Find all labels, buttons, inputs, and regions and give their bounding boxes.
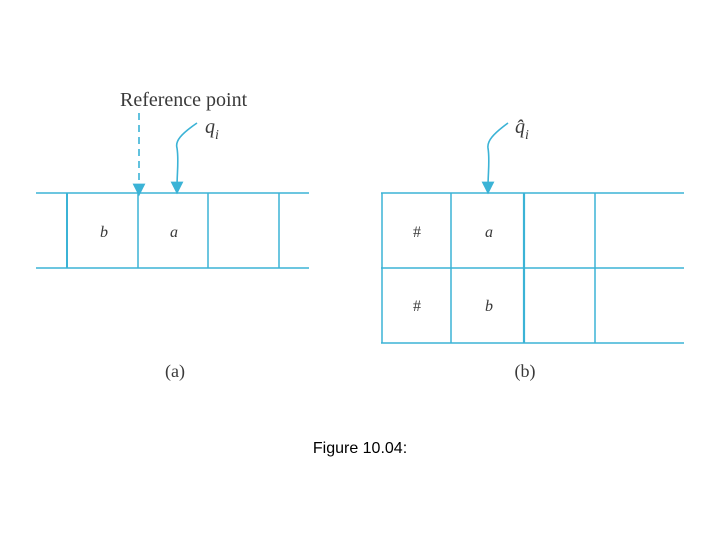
panel-b: q̂i # a # b (b) (381, 116, 684, 382)
reference-point-label: Reference point (120, 89, 248, 111)
tape-b-row2-cell2: b (485, 298, 493, 315)
figure-caption: Figure 10.04: (312, 440, 408, 457)
tape-b-row1-cell2: a (485, 224, 493, 241)
state-qhat-arrow (481, 122, 509, 195)
panel-a: Reference point qi b a (a) (36, 89, 309, 382)
state-q-subscript: i (215, 128, 219, 143)
state-qhat-subscript: i (525, 128, 529, 143)
tape-b-row2-cell1: # (413, 298, 421, 315)
state-q-label: qi (205, 116, 219, 143)
state-qhat-label: q̂i (515, 116, 529, 143)
tape-a-cell-2: a (170, 224, 178, 241)
tape-b-row1-cell1: # (413, 224, 421, 241)
tape-a-cell-1: b (100, 224, 108, 241)
state-q-symbol: q (205, 116, 215, 138)
panel-b-caption: (b) (515, 361, 536, 382)
state-qhat-symbol: q̂ (515, 116, 525, 138)
panel-a-caption: (a) (165, 361, 185, 382)
state-q-arrow (170, 122, 198, 195)
